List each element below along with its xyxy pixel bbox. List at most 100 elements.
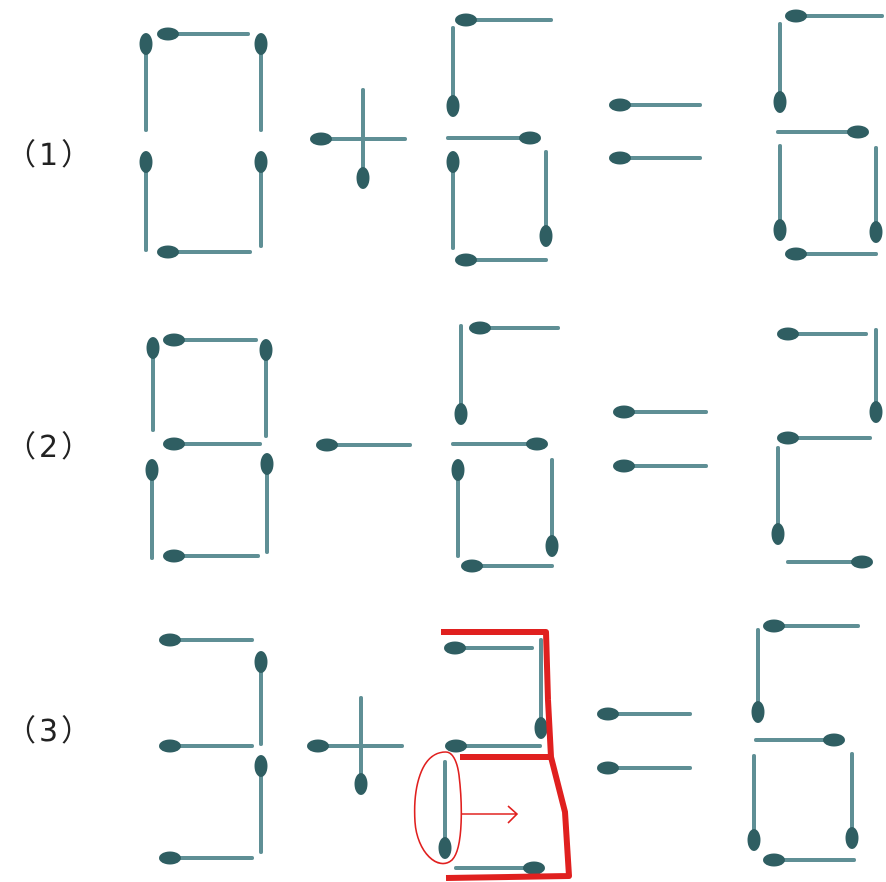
matchstick-bottom xyxy=(786,555,873,569)
match-head xyxy=(446,151,460,173)
matchstick-equals-top xyxy=(609,98,702,112)
match-head xyxy=(139,33,153,55)
matchstick-lower-left xyxy=(145,459,159,560)
match-head xyxy=(260,453,274,475)
problem-1-label: （1） xyxy=(6,138,95,173)
matchstick-middle xyxy=(451,437,548,451)
matchstick-lower-right xyxy=(845,752,859,849)
match-head xyxy=(254,151,268,173)
match-head xyxy=(254,33,268,55)
matchstick-upper-left xyxy=(751,628,765,723)
match-head xyxy=(613,405,635,419)
match-head xyxy=(316,438,338,452)
match-head xyxy=(254,755,268,777)
matchstick-top xyxy=(785,9,884,23)
problem-3-label: （3） xyxy=(6,714,95,749)
matchstick-equals-bottom xyxy=(597,761,692,775)
match-head xyxy=(845,827,859,849)
matchstick-lower-left xyxy=(438,760,452,859)
matchstick-minus xyxy=(316,438,412,452)
match-head xyxy=(785,9,807,23)
matchsticks-layer xyxy=(139,9,884,875)
matchstick-plus-horizontal xyxy=(307,739,404,753)
problem-3-digit-5 xyxy=(438,638,548,875)
matchstick-lower-right xyxy=(545,458,559,557)
matchstick-lower-left xyxy=(139,151,153,252)
problem-2-equals-sign xyxy=(613,405,708,473)
matchstick-top xyxy=(157,27,250,41)
match-head xyxy=(451,459,465,481)
match-head xyxy=(159,739,181,753)
match-head xyxy=(519,131,541,145)
matchstick-upper-left xyxy=(446,26,460,117)
match-head xyxy=(163,333,185,347)
match-head xyxy=(869,401,883,423)
match-head xyxy=(851,555,873,569)
match-head xyxy=(773,219,787,241)
match-head xyxy=(163,437,185,451)
match-head xyxy=(455,253,477,267)
matchstick-equals-bottom xyxy=(613,459,708,473)
problem-3-plus-sign xyxy=(307,696,404,795)
match-head xyxy=(157,27,179,41)
match-head xyxy=(613,459,635,473)
match-head xyxy=(254,651,268,673)
match-head xyxy=(773,91,787,113)
match-head xyxy=(356,167,370,189)
matchstick-top xyxy=(469,321,560,335)
matchstick-plus-vertical xyxy=(354,696,368,795)
problem-1-plus-sign xyxy=(310,88,407,189)
match-head xyxy=(139,151,153,173)
arrow-right-icon xyxy=(462,805,519,824)
matchstick-lower-left xyxy=(773,144,787,241)
matchstick-upper-right xyxy=(259,339,273,438)
match-head xyxy=(157,245,179,259)
match-head xyxy=(354,773,368,795)
matchstick-bottom xyxy=(159,851,254,865)
matchstick-upper-left xyxy=(139,33,153,132)
match-head xyxy=(454,403,468,425)
match-head xyxy=(445,739,467,753)
matchstick-equals-top xyxy=(613,405,708,419)
match-head xyxy=(609,151,631,165)
match-head xyxy=(163,549,185,563)
matchstick-bottom xyxy=(763,853,856,867)
matchstick-bottom xyxy=(454,861,545,875)
problem-3-digit-3 xyxy=(159,633,268,865)
match-head xyxy=(763,853,785,867)
matchstick-middle xyxy=(445,739,542,753)
matchstick-middle xyxy=(776,125,869,139)
match-head xyxy=(444,641,466,655)
matchstick-top xyxy=(444,641,534,655)
matchstick-top xyxy=(163,333,258,347)
match-head xyxy=(146,337,160,359)
matchstick-lower-left xyxy=(747,754,761,851)
match-head xyxy=(461,559,483,573)
match-head xyxy=(545,535,559,557)
match-head xyxy=(823,733,845,747)
match-head xyxy=(523,861,545,875)
problem-2-digit-8 xyxy=(145,333,274,563)
problem-3-equals-sign xyxy=(597,707,692,775)
match-head xyxy=(747,829,761,851)
matchstick-lower-left xyxy=(451,459,465,558)
matchstick-lower-right xyxy=(869,146,883,243)
problem-1-digit-6-right xyxy=(773,9,884,261)
match-head xyxy=(159,633,181,647)
matchstick-top xyxy=(763,619,860,633)
matchstick-bottom xyxy=(785,247,878,261)
match-head xyxy=(539,225,553,247)
match-head xyxy=(869,221,883,243)
problem-1-equals-sign xyxy=(609,98,702,165)
problem-2-minus-sign xyxy=(316,438,412,452)
matchstick-middle xyxy=(163,437,262,451)
match-head xyxy=(534,717,548,739)
matchstick-upper-left xyxy=(146,337,160,432)
match-head xyxy=(259,339,273,361)
matchstick-lower-right xyxy=(260,453,274,554)
problem-2-digit-2 xyxy=(771,327,883,569)
matchstick-equals-bottom xyxy=(609,151,702,165)
matchstick-middle xyxy=(446,131,541,145)
matchstick-lower-left xyxy=(446,151,460,250)
